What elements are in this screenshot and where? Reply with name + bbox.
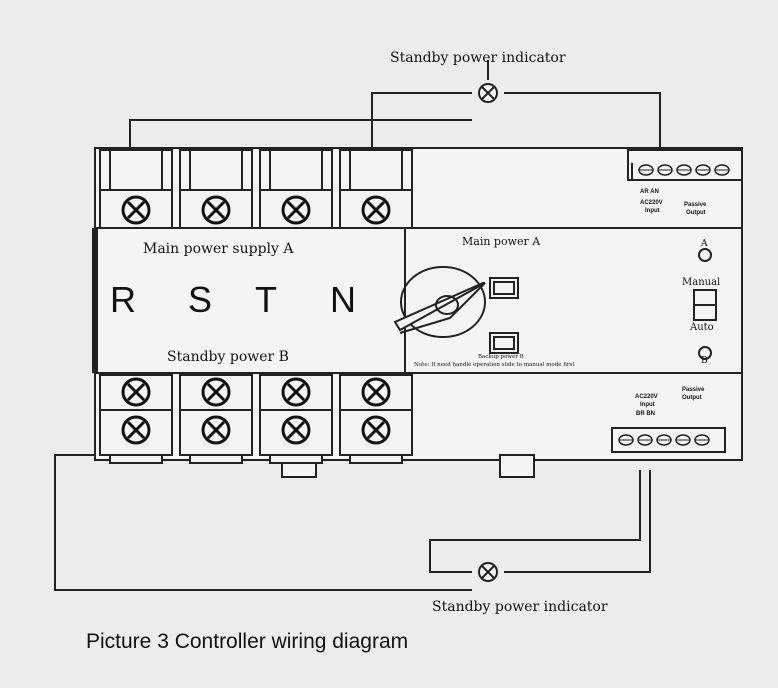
top-terminal-input: AC220V	[640, 200, 663, 206]
indicator-a-label: A	[700, 239, 708, 249]
terminal-screw-a-2	[281, 195, 311, 225]
control-terminal-screws	[618, 164, 730, 446]
top-terminal-pins: AR AN	[640, 189, 659, 195]
bottom-terminal-pins: BR BN	[636, 411, 655, 417]
bottom-terminal-input2: Input	[640, 402, 655, 408]
terminal-screw-b-2	[281, 415, 311, 445]
phase-t: T	[255, 279, 277, 320]
backup-power-b-label: Backup power B	[478, 354, 524, 360]
top-terminal-input2: Input	[645, 208, 660, 214]
standby-indicator-bottom-label: Standby power indicator	[432, 599, 608, 615]
standby-indicator-lamp-bottom	[478, 562, 498, 582]
terminal-screw-b-top-1	[201, 377, 231, 407]
top-terminal-block	[259, 149, 333, 229]
main-power-a-label: Main power A	[462, 235, 541, 248]
bottom-terminal-output2: Output	[682, 395, 702, 401]
terminal-screw-b-1	[201, 415, 231, 445]
terminal-screw-b-top-2	[281, 377, 311, 407]
manual-label: Manual	[682, 277, 720, 288]
terminal-screw-a-0	[121, 195, 151, 225]
indicator-a-led	[698, 248, 712, 262]
wire-bottom-mid	[429, 470, 641, 573]
wire-top-right	[504, 92, 661, 150]
main-power-a-button[interactable]	[489, 277, 519, 299]
bottom-terminal-input: AC220V	[635, 394, 658, 400]
top-terminal-block	[339, 149, 413, 229]
wire-bottom-right	[504, 470, 651, 573]
main-supply-a-label: Main power supply A	[143, 241, 294, 257]
indicator-b-led	[698, 346, 712, 360]
terminal-screw-b-top-0	[121, 377, 151, 407]
terminal-screw-a-3	[361, 195, 391, 225]
terminal-screw-b-top-3	[361, 377, 391, 407]
top-terminal-output2: Output	[686, 210, 706, 216]
standby-power-b-label: Standby power B	[167, 349, 289, 365]
phase-n: N	[330, 279, 356, 320]
standby-indicator-lamp-top	[478, 83, 498, 103]
bottom-terminal-output: Passive	[682, 387, 705, 393]
phase-s: S	[188, 279, 212, 320]
wire-top-mid	[371, 92, 472, 150]
backup-power-b-button[interactable]	[489, 332, 519, 354]
standby-indicator-top-label: Standby power indicator	[390, 50, 566, 66]
top-terminal-output: Passive	[684, 202, 707, 208]
indicator-b-label: B	[701, 356, 708, 366]
terminal-screw-b-3	[361, 415, 391, 445]
auto-label: Auto	[689, 322, 714, 333]
power-terminals	[99, 149, 413, 464]
wire-top-left	[129, 119, 472, 150]
handle-note: Note: If need handle operation slide to …	[414, 362, 575, 368]
phase-r: R	[110, 279, 136, 320]
rotary-handle[interactable]	[400, 266, 486, 338]
terminal-screw-b-0	[121, 415, 151, 445]
caption: Picture 3 Controller wiring diagram	[86, 630, 408, 653]
terminal-screw-a-1	[201, 195, 231, 225]
wire-bottom-left	[54, 454, 472, 591]
